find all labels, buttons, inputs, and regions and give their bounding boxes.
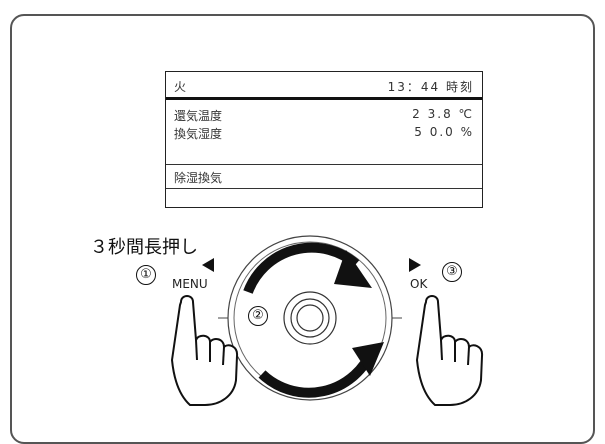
left-arrow-icon [202,258,214,272]
menu-button[interactable]: MENU [172,277,208,291]
ventilation-humidity-label: 換気湿度 [174,127,223,141]
center-button[interactable] [283,291,337,345]
divider [166,164,482,165]
step-3-marker: ③ [442,262,462,282]
status-row: 火 13：44 時刻 [174,78,474,95]
return-air-temp-row: 還気温度 2 3.8 ℃ [174,107,474,124]
pointing-hand-icon [416,295,484,406]
ventilation-humidity-row: 換気湿度 5 0.0 % [174,125,474,142]
pointing-hand-icon [171,295,239,406]
mode-row: 除湿換気 [174,169,474,186]
right-arrow-icon [409,258,421,272]
return-air-temp-label: 還気温度 [174,109,223,123]
return-air-temp-value: 2 3.8 ℃ [412,107,474,121]
divider [166,97,482,100]
arrow-head-icon [352,342,384,376]
arrow-head-icon [334,250,372,288]
lcd-display: 火 13：44 時刻 還気温度 2 3.8 ℃ 換気湿度 5 0.0 % 除湿換… [165,71,483,208]
operation-mode: 除湿換気 [174,171,223,185]
step-2-marker: ② [248,306,268,326]
divider [166,188,482,189]
ventilation-humidity-value: 5 0.0 % [414,125,474,139]
clock-time: 13：44 時刻 [387,80,474,94]
ok-button[interactable]: OK [410,277,428,291]
day-of-week: 火 [174,80,187,94]
dial-graphic [171,235,484,406]
rotate-arrow-top [243,242,360,294]
hold-instruction: ３秒間長押し [90,237,198,258]
controller-panel: 火 13：44 時刻 還気温度 2 3.8 ℃ 換気湿度 5 0.0 % 除湿換… [10,14,595,444]
step-1-marker: ① [136,265,156,285]
